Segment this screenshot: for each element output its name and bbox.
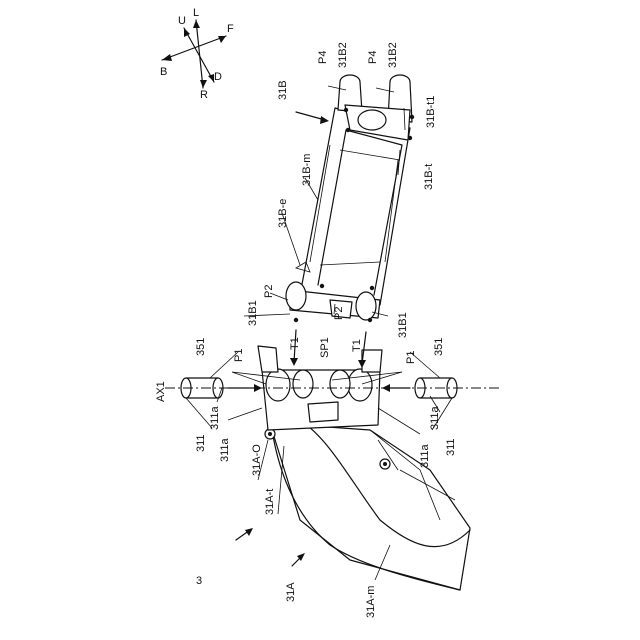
label-31B: 31B bbox=[277, 80, 289, 100]
compass-L: L bbox=[193, 7, 199, 19]
label-31B-m: 31B-m bbox=[301, 154, 313, 186]
label-31B2-left: 31B2 bbox=[337, 42, 349, 68]
label-31B2-right: 31B2 bbox=[387, 42, 399, 68]
label-31B-t: 31B-t bbox=[423, 164, 435, 190]
label-31A-m: 31A-m bbox=[365, 586, 377, 618]
label-351-right: 351 bbox=[433, 338, 445, 356]
label-P4-left: P4 bbox=[317, 51, 329, 64]
label-31A-O: 31A-O bbox=[251, 444, 263, 476]
label-T1-left: T1 bbox=[289, 337, 301, 350]
label-P2-left: P2 bbox=[263, 285, 275, 298]
part-31B bbox=[286, 75, 414, 322]
label-P1-left: P1 bbox=[233, 349, 245, 362]
label-311-left: 311 bbox=[195, 434, 207, 452]
label-SP1: SP1 bbox=[319, 337, 331, 358]
label-fig-3: 3 bbox=[196, 575, 202, 587]
compass-R: R bbox=[200, 89, 208, 101]
label-31B-t1: 31B-t1 bbox=[425, 96, 437, 128]
label-AX1: AX1 bbox=[155, 381, 167, 402]
compass-D: D bbox=[214, 71, 222, 83]
label-T1-right: T1 bbox=[351, 339, 363, 352]
label-351-left: 351 bbox=[195, 338, 207, 356]
compass-B: B bbox=[160, 66, 167, 78]
label-311a-2: 311a bbox=[219, 437, 231, 462]
label-31B1-left: 31B1 bbox=[247, 300, 259, 326]
label-P4-right: P4 bbox=[367, 51, 379, 64]
label-31B-e: 31B-e bbox=[277, 199, 289, 228]
label-31A-t: 31A-t bbox=[264, 489, 276, 515]
label-P2-right: P2 bbox=[333, 307, 345, 320]
label-311a-3: 311a bbox=[429, 405, 441, 430]
label-311a-1: 311a bbox=[209, 405, 221, 430]
label-31A: 31A bbox=[285, 582, 297, 602]
label-311a-4: 311a bbox=[419, 443, 431, 468]
label-P1-right: P1 bbox=[405, 351, 417, 364]
compass-F: F bbox=[227, 23, 234, 35]
label-31B1-right: 31B1 bbox=[397, 312, 409, 338]
compass-U: U bbox=[178, 15, 186, 27]
label-311-right: 311 bbox=[445, 438, 457, 456]
